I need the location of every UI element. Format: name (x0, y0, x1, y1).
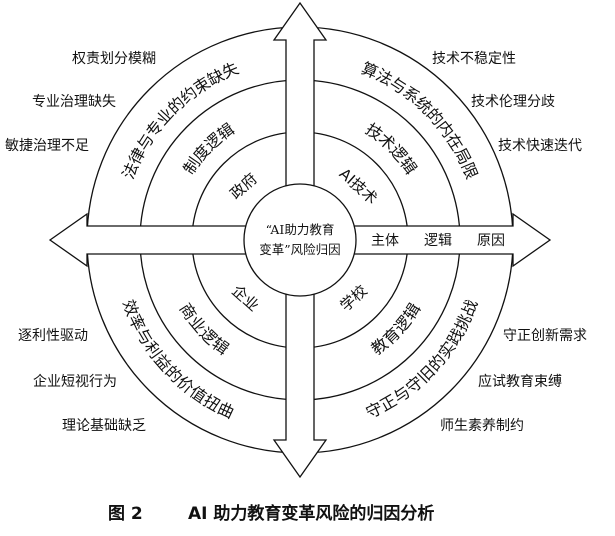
logic-top-right: 技术逻辑 (362, 119, 420, 177)
item-top-left-2: 专业治理缺失 (32, 94, 116, 110)
item-bottom-left-1: 逐利性驱动 (18, 328, 88, 344)
cause-bottom-right: 守正与守旧的实践挑战 (363, 297, 481, 422)
item-top-left-1: 权责划分模糊 (72, 51, 156, 67)
item-bottom-left-2: 企业短视行为 (33, 373, 117, 390)
logic-top-left: 制度逻辑 (179, 119, 237, 177)
cause-bottom-left: 效率与利益的价值扭曲 (119, 297, 237, 422)
center-circle (243, 183, 357, 297)
subject-top-right: AI技术 (336, 165, 381, 208)
axis-label-cause: 原因 (477, 233, 505, 249)
subject-top-left: 政府 (226, 170, 260, 203)
item-bottom-right-1: 守正创新需求 (503, 328, 587, 344)
axis-label-logic: 逻辑 (424, 233, 452, 249)
center-title-line2: 变革”风险归因 (259, 242, 340, 257)
item-top-right-2: 技术伦理分歧 (471, 94, 555, 110)
item-bottom-right-3: 师生素养制约 (440, 418, 524, 434)
figure-number: 图 2 (108, 504, 143, 524)
item-top-left-3: 敏捷治理不足 (5, 138, 89, 154)
center-title-line1: “AI助力教育 (266, 222, 335, 237)
item-bottom-left-3: 理论基础缺乏 (62, 417, 146, 434)
cause-top-right: 算法与系统的内在局限 (359, 59, 482, 182)
axis-label-subject: 主体 (371, 233, 399, 249)
cause-top-left: 法律与专业的约束缺失 (119, 59, 242, 182)
item-bottom-right-2: 应试教育束缚 (478, 373, 562, 390)
figure-title: AI 助力教育变革风险的归因分析 (188, 503, 434, 524)
item-top-right-3: 技术快速迭代 (498, 138, 582, 154)
item-top-right-1: 技术不稳定性 (432, 51, 516, 67)
subject-bottom-right: 学校 (336, 282, 370, 315)
subject-bottom-left: 企业 (228, 282, 262, 315)
